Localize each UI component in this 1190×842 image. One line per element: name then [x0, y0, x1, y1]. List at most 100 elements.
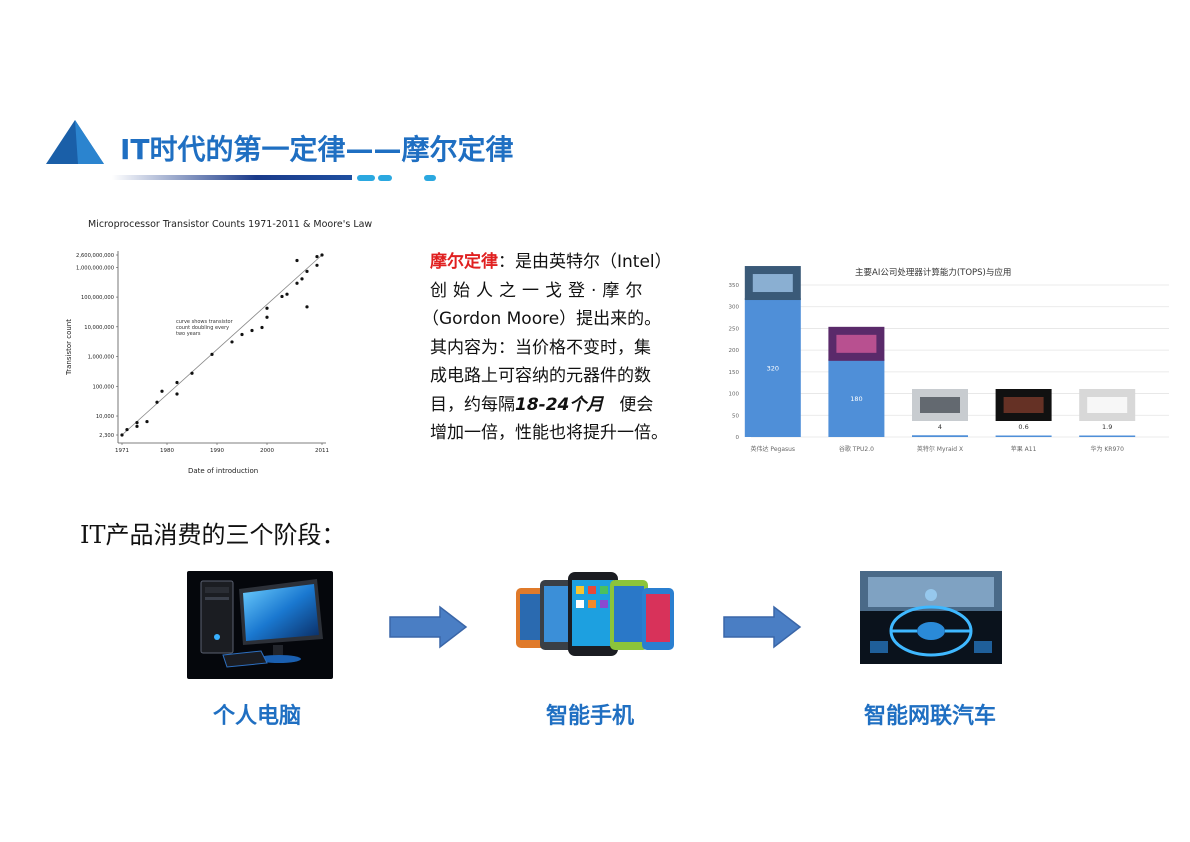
data-point — [175, 392, 179, 396]
y-axis-label: Transistor count — [65, 319, 73, 376]
data-point — [260, 325, 264, 330]
arrow-right-icon — [723, 605, 802, 649]
y-tick-label: 100,000,000 — [81, 295, 114, 301]
y-tick-label: 1,000,000,000 — [76, 265, 114, 271]
y-tick-label: 0 — [736, 435, 740, 441]
chart-annotation-3: two years — [176, 331, 201, 337]
y-tick-label: 100,000 — [93, 384, 114, 390]
stages-title: IT产品消费的三个阶段： — [80, 521, 346, 549]
x-tick-label: 2011 — [315, 448, 329, 454]
data-point — [175, 380, 179, 385]
bar-value-label: 0.6 — [1018, 423, 1028, 431]
ai-processor-chart: 主要AI公司处理器计算能力(TOPS)与应用 0 50 100 150 200 250 30… — [729, 266, 1169, 453]
bar — [912, 435, 968, 437]
y-tick-label: 300 — [729, 305, 740, 311]
x-axis-label: Date of introduction — [188, 467, 258, 475]
data-point — [160, 389, 164, 393]
desc-line-3: （Gordon Moore）提出来的。 — [422, 309, 662, 329]
y-tick-label: 1,000,000 — [88, 355, 114, 361]
moore-law-description: 摩尔定律：是由英特尔（Intel） 创始人之一戈登·摩尔 （Gordon Moo… — [422, 248, 705, 448]
y-tick-label: 350 — [729, 283, 740, 289]
desc-period-emphasis: 18-24个月 — [515, 394, 604, 415]
bar — [828, 358, 885, 437]
data-point — [135, 421, 139, 425]
desc-line-1: ：是由英特尔（Intel） — [498, 252, 672, 272]
bar-thumbnail-detail — [1003, 397, 1044, 413]
bar — [744, 298, 801, 437]
stage-label-phone: 智能手机 — [545, 704, 634, 729]
data-point — [285, 292, 289, 296]
x-category-label: 谷歌 TPU2.0 — [839, 445, 874, 453]
data-point — [315, 263, 319, 267]
data-point — [135, 424, 139, 428]
title-dash — [378, 175, 392, 181]
x-category-label: 英伟达 Pegasus — [751, 445, 796, 453]
desc-line-2: 创始人之一戈登·摩尔 — [430, 280, 649, 301]
bar-thumbnail-detail — [836, 334, 877, 353]
x-category-label: 苹果 A11 — [1011, 445, 1037, 453]
x-tick-label: 1980 — [160, 448, 174, 454]
y-tick-label: 100 — [729, 392, 740, 398]
data-point — [265, 315, 269, 319]
data-point — [145, 419, 149, 424]
data-point — [305, 305, 309, 309]
data-point — [305, 269, 309, 273]
data-point — [265, 306, 269, 310]
title-dash — [357, 175, 375, 181]
x-category-label: 华为 KR970 — [1090, 445, 1124, 453]
desc-line-4: 其内容为：当价格不变时，集 — [430, 337, 651, 358]
title-underline — [112, 175, 352, 180]
title-dash — [424, 175, 436, 181]
y-tick-label: 2,300 — [99, 433, 114, 439]
stage-label-car: 智能网联汽车 — [863, 704, 996, 729]
desktop-computer-photo — [187, 571, 333, 679]
chart-title: Microprocessor Transistor Counts 1971-20… — [88, 219, 372, 230]
y-tick-label: 2,600,000,000 — [76, 253, 114, 259]
x-category-label: 英特尔 Myraid X — [917, 445, 963, 453]
bar — [995, 435, 1052, 437]
data-point — [295, 258, 299, 263]
x-tick-label: 1971 — [115, 448, 129, 454]
chart-annotation-2: count doubling every — [176, 325, 229, 331]
page-title: IT时代的第一定律——摩尔定律 — [120, 133, 514, 166]
smartphones-photo — [510, 568, 680, 656]
data-point — [240, 332, 244, 337]
y-tick-label: 10,000 — [96, 414, 114, 420]
data-point — [280, 294, 284, 299]
bar-value-label: 180 — [850, 395, 862, 403]
y-tick-label: 10,000,000 — [84, 325, 114, 331]
data-point — [190, 371, 194, 375]
bar-thumbnail-detail — [752, 274, 793, 293]
data-point — [125, 427, 129, 432]
moore-law-chart: Microprocessor Transistor Counts 1971-20… — [65, 219, 372, 475]
connected-car-photo — [860, 571, 1002, 664]
y-tick-label: 50 — [732, 413, 739, 419]
data-point — [250, 328, 254, 333]
data-point — [315, 254, 319, 259]
desc-line-5: 成电路上可容纳的元器件的数 — [430, 366, 651, 386]
data-point — [295, 281, 299, 285]
bar-value-label: 4 — [938, 423, 942, 431]
bar-value-label: 1.9 — [1102, 423, 1112, 431]
stage-label-pc: 个人电脑 — [212, 704, 301, 729]
desc-line-6a: 目，约每隔 — [430, 394, 515, 415]
moore-trend-line — [121, 254, 323, 436]
y-tick-label: 250 — [729, 326, 740, 332]
x-tick-label: 1990 — [210, 448, 224, 454]
chart-title: 主要AI公司处理器计算能力(TOPS)与应用 — [855, 267, 1011, 278]
bar — [1079, 435, 1136, 437]
chart-annotation-1: curve shows transistor — [176, 319, 234, 325]
data-point — [155, 400, 159, 404]
bar-value-label: 320 — [767, 365, 779, 373]
arrow-right-icon — [389, 605, 468, 649]
data-point — [120, 433, 124, 437]
y-tick-label: 200 — [729, 348, 740, 354]
bar-thumbnail-detail — [920, 397, 960, 413]
data-point — [230, 340, 234, 344]
x-tick-label: 2000 — [260, 448, 274, 454]
data-point — [210, 352, 214, 357]
data-point — [320, 253, 324, 257]
y-tick-label: 150 — [729, 370, 740, 376]
bar-thumbnail-detail — [1087, 397, 1128, 413]
desc-line-7: 增加一倍，性能也将提升一倍。 — [430, 423, 668, 443]
